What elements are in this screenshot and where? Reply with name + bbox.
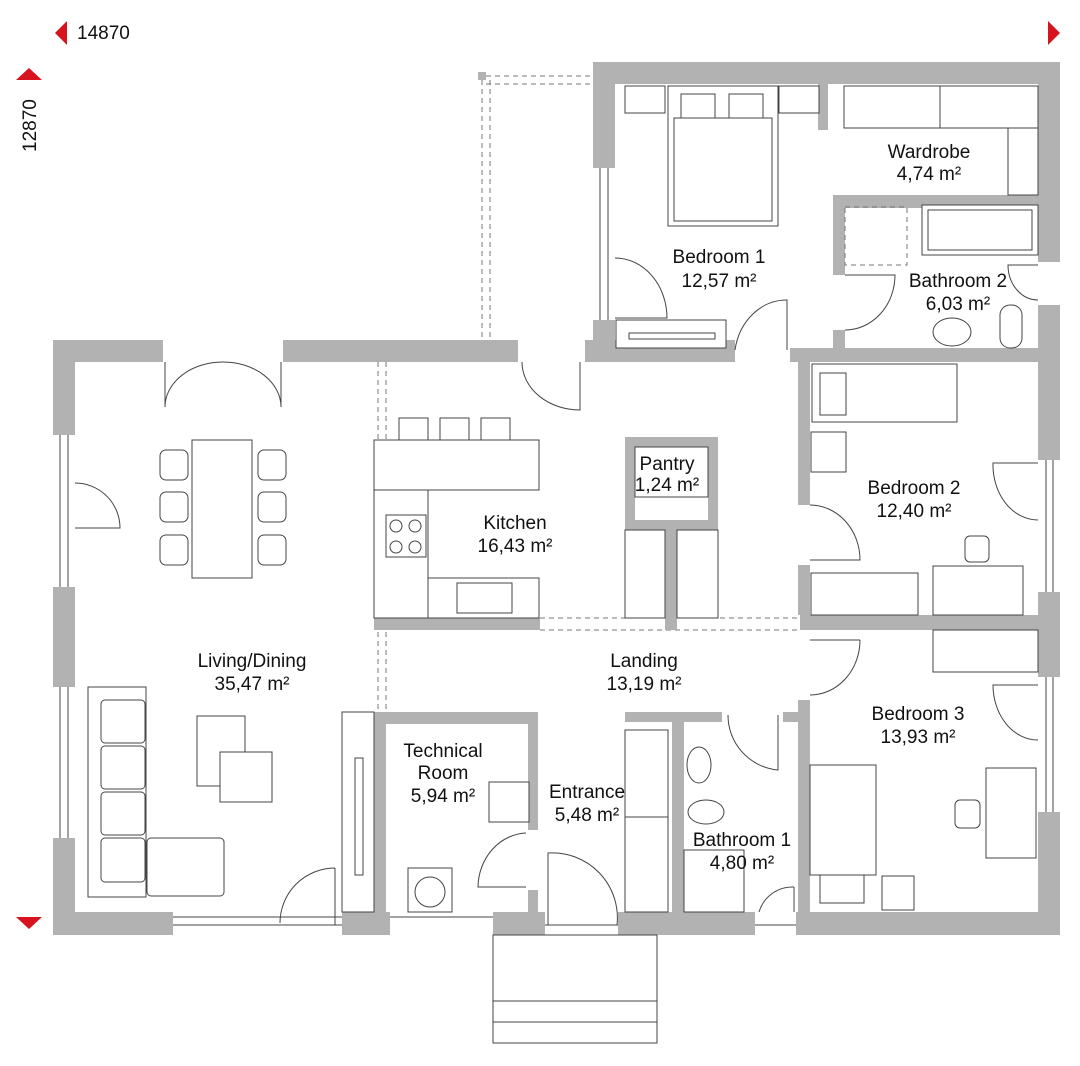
room-name-living-dining: Living/Dining xyxy=(198,651,307,672)
furniture xyxy=(87,85,1039,1044)
room-area-technical-room: 5,94 m² xyxy=(411,786,475,807)
walls xyxy=(53,62,1060,935)
windows-and-doors xyxy=(59,168,1054,926)
arrow-up-marker xyxy=(16,68,42,80)
height-dimension: 12870 xyxy=(20,99,41,152)
room-area-wardrobe: 4,74 m² xyxy=(897,164,961,185)
room-name-bedroom-2: Bedroom 2 xyxy=(868,478,961,499)
room-area-bedroom-1: 12,57 m² xyxy=(682,271,757,292)
room-name-wardrobe: Wardrobe xyxy=(888,142,971,163)
arrow-right-marker xyxy=(1048,21,1060,45)
room-area-pantry: 1,24 m² xyxy=(635,475,699,496)
room-labels: Wardrobe 4,74 m² Bedroom 1 12,57 m² Bath… xyxy=(198,142,1008,874)
terrace-post xyxy=(478,72,486,80)
room-name-kitchen: Kitchen xyxy=(483,513,546,534)
room-area-bedroom-2: 12,40 m² xyxy=(877,501,952,522)
arrow-down-marker xyxy=(16,917,42,929)
room-area-landing: 13,19 m² xyxy=(607,674,682,695)
room-name-technical-room: Technical xyxy=(403,741,482,762)
room-area-entrance: 5,48 m² xyxy=(555,805,619,826)
room-name-bathroom-1: Bathroom 1 xyxy=(693,830,791,851)
arrow-left-marker xyxy=(55,21,67,45)
room-area-bathroom-2: 6,03 m² xyxy=(926,294,990,315)
room-name-bedroom-1: Bedroom 1 xyxy=(673,247,766,268)
room-area-kitchen: 16,43 m² xyxy=(478,536,553,557)
room-name-entrance: Entrance xyxy=(549,782,625,803)
room-name-bathroom-2: Bathroom 2 xyxy=(909,271,1007,292)
room-name-pantry: Pantry xyxy=(640,454,695,475)
room-area-living-dining: 35,47 m² xyxy=(215,674,290,695)
room-area-bedroom-3: 13,93 m² xyxy=(881,727,956,748)
room-area-bathroom-1: 4,80 m² xyxy=(710,853,774,874)
room-name-landing: Landing xyxy=(610,651,678,672)
room-name-bedroom-3: Bedroom 3 xyxy=(872,704,965,725)
width-dimension: 14870 xyxy=(77,23,130,44)
room-name-technical-room-line2: Room xyxy=(418,763,469,784)
